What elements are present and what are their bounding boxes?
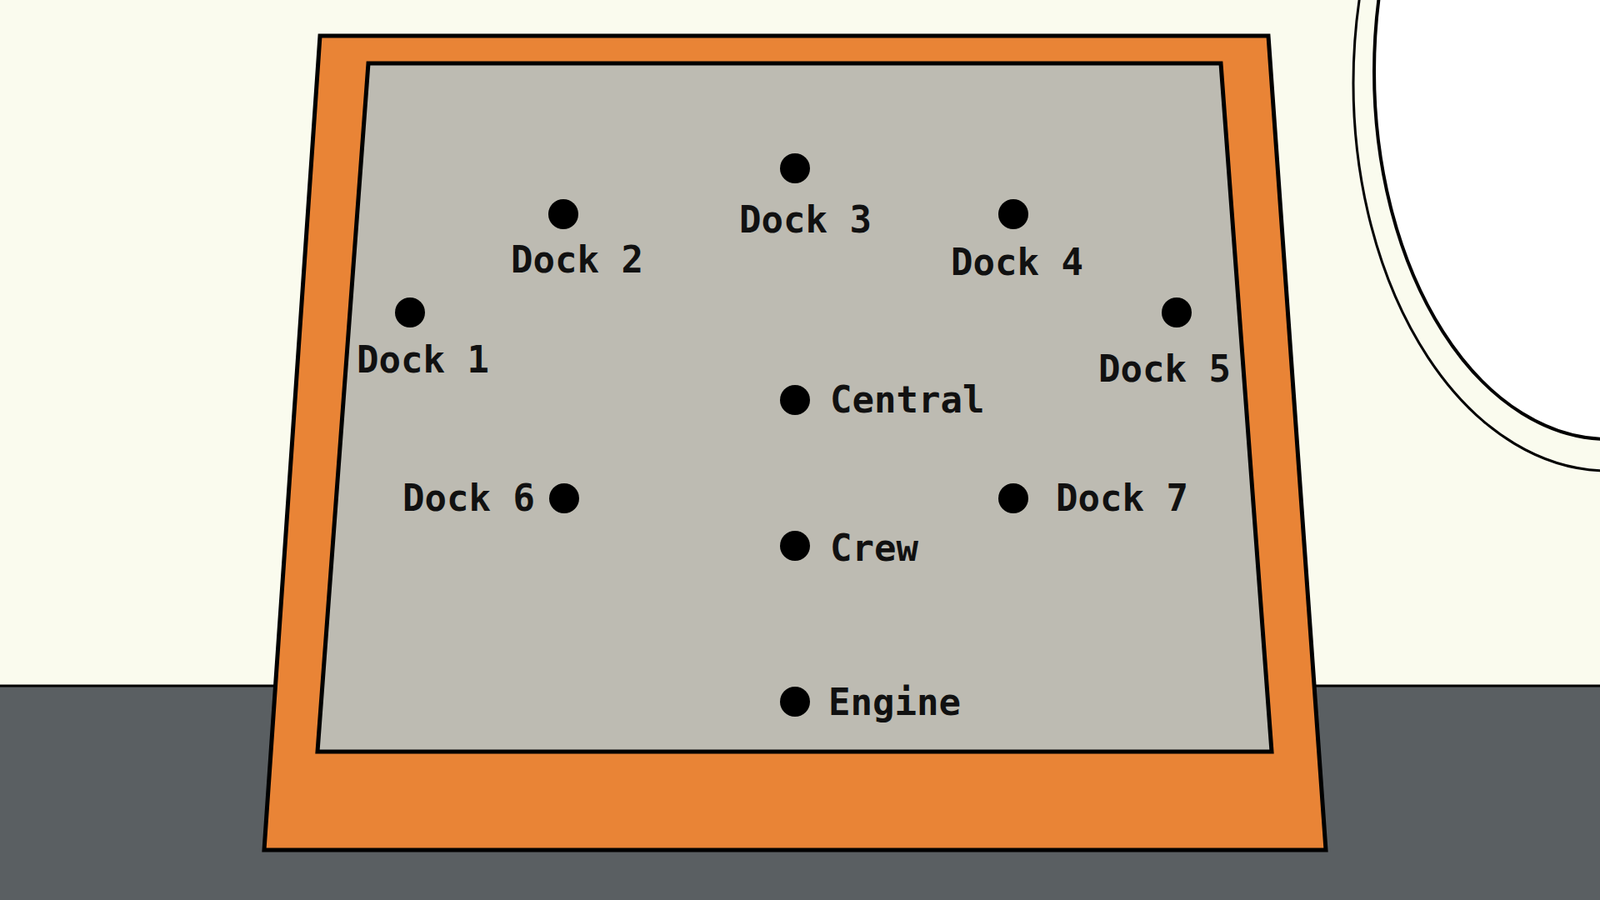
location-label: Dock 7: [1055, 476, 1189, 521]
map-dot: [998, 483, 1029, 514]
map-dot: [780, 153, 810, 184]
porthole-window: [1374, 0, 1600, 440]
map-dot: [998, 199, 1029, 230]
map-dot: [395, 297, 425, 328]
location-label: Crew: [830, 526, 919, 571]
location-label: Engine: [828, 680, 961, 725]
location-label: Dock 3: [739, 198, 872, 243]
console-frame: [264, 35, 1326, 850]
porthole-rim: [1353, 0, 1600, 471]
location-label: Dock 1: [356, 338, 490, 383]
map-dot: [780, 686, 810, 717]
map-dot: [780, 530, 810, 561]
map-dot: [549, 483, 580, 514]
map-dot: [548, 199, 579, 230]
location-label: Dock 5: [1098, 347, 1231, 392]
location-label: Central: [830, 378, 985, 423]
map-dots: [395, 153, 1192, 717]
location-label: Dock 6: [402, 476, 535, 521]
map-dot: [1161, 297, 1192, 328]
map-screen: [317, 63, 1272, 752]
location-label: Dock 2: [510, 238, 644, 283]
location-label: Dock 4: [950, 240, 1084, 285]
map-dot: [780, 385, 810, 415]
